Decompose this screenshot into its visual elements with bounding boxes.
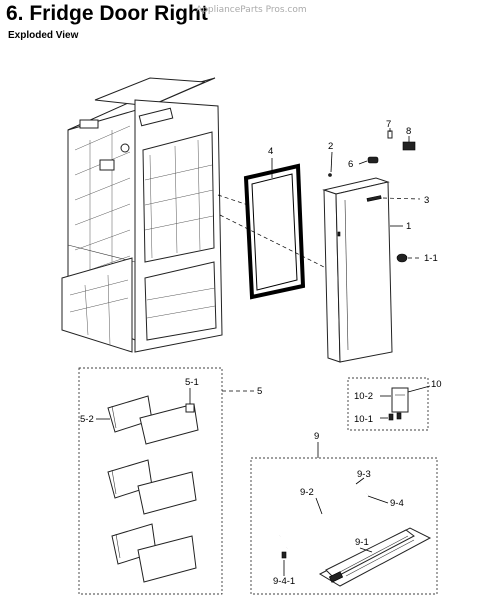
callout-5-1: 5-1 <box>185 377 199 388</box>
callout-labels: 4 2 7 8 6 3 1 1-1 5 5-1 5-2 10 10-2 10-1… <box>80 119 442 587</box>
callout-5-2: 5-2 <box>80 414 94 425</box>
callout-5: 5 <box>257 386 262 397</box>
leader-lines <box>96 128 431 576</box>
callout-7: 7 <box>386 119 391 130</box>
door-bins-5 <box>78 367 223 595</box>
callout-8: 8 <box>406 126 411 137</box>
callout-6: 6 <box>348 159 353 170</box>
callout-1-1: 1-1 <box>424 253 438 264</box>
callout-9-3: 9-3 <box>357 469 371 480</box>
callout-1: 1 <box>406 221 411 232</box>
small-hardware <box>328 130 416 263</box>
sensor-box-10 <box>347 377 429 431</box>
callout-3: 3 <box>424 195 429 206</box>
callout-10: 10 <box>431 379 442 390</box>
callout-10-2: 10-2 <box>354 391 373 402</box>
callout-4: 4 <box>268 146 273 157</box>
callout-9-2: 9-2 <box>300 487 314 498</box>
fridge-door <box>322 177 393 363</box>
section-subtitle: Exploded View <box>8 30 79 41</box>
fridge-cabinet <box>61 77 223 353</box>
duct-assembly-9 <box>250 457 438 595</box>
door-gasket <box>243 163 306 300</box>
page-title: 6. Fridge Door Right <box>6 2 208 25</box>
callout-9-4-1: 9-4-1 <box>273 576 295 587</box>
callout-2: 2 <box>328 141 333 152</box>
callout-9-4: 9-4 <box>390 498 404 509</box>
callout-9: 9 <box>314 431 319 442</box>
watermark: ApplianceParts Pros.com <box>196 5 307 15</box>
callout-10-1: 10-1 <box>354 414 373 425</box>
callout-9-1: 9-1 <box>355 537 369 548</box>
